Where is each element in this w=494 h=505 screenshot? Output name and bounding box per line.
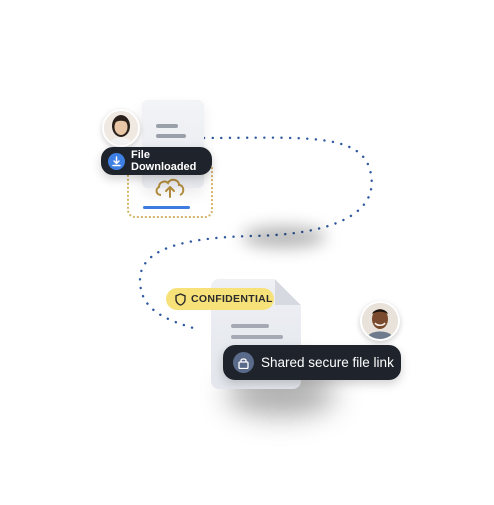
status-label: File Downloaded — [131, 149, 197, 173]
shield-icon — [175, 292, 186, 306]
tag-label: CONFIDENTIAL — [191, 293, 273, 305]
path-shadow — [242, 226, 326, 248]
doc-line — [156, 134, 186, 138]
file-downloaded-status: File Downloaded — [101, 147, 212, 175]
lock-icon — [233, 352, 254, 373]
cloud-upload-icon — [155, 178, 185, 198]
shared-link-status: Shared secure file link — [223, 345, 401, 380]
avatar — [102, 109, 140, 147]
doc-line — [231, 335, 283, 339]
confidential-tag: CONFIDENTIAL — [166, 288, 274, 310]
download-icon — [108, 152, 125, 170]
doc-line — [231, 324, 269, 328]
progress-bar — [143, 206, 190, 209]
page-fold — [275, 279, 301, 305]
doc-line — [156, 124, 178, 128]
link-label: Shared secure file link — [261, 355, 394, 370]
avatar — [360, 301, 400, 341]
